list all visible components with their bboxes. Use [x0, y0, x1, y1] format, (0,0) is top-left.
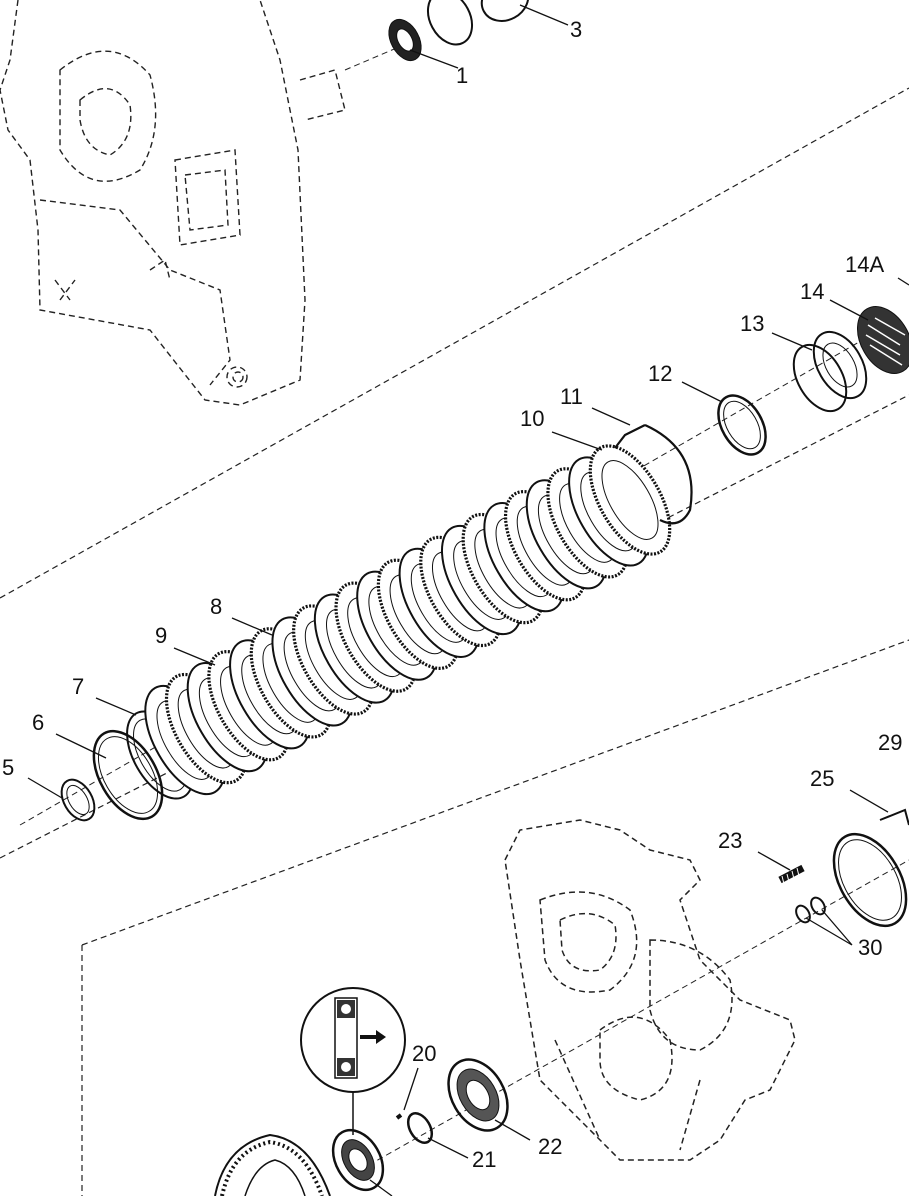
callout-11: 11 [560, 384, 583, 409]
lower-axis-line [359, 859, 909, 1171]
upper-housing-outline [0, 0, 346, 406]
callout-9: 9 [155, 623, 167, 648]
clutch-disc-stack [144, 444, 672, 796]
part-3-washers [426, 0, 530, 46]
callout-10: 10 [520, 406, 544, 431]
callout-1: 1 [456, 63, 468, 88]
callout-30: 30 [858, 935, 882, 960]
callout-6: 6 [32, 710, 44, 735]
callout-labels: 1 3 5 6 7 8 9 10 11 12 13 14 14A 20 21 2… [2, 17, 902, 1172]
disc-inner-edge [601, 460, 659, 540]
callout-21: 21 [472, 1147, 496, 1172]
part-20-pin [395, 1113, 403, 1120]
lower-gear [214, 1133, 331, 1196]
callout-8: 8 [210, 594, 222, 619]
lower-region-boundary [81, 639, 909, 1196]
part-14-spring [857, 306, 909, 374]
bearing-orientation-inset [300, 987, 406, 1135]
callout-14: 14 [800, 279, 824, 304]
part-12-o-ring [717, 394, 767, 456]
part-6-seal-ring [92, 729, 164, 821]
callout-7: 7 [72, 674, 84, 699]
band-upper-boundary [0, 87, 909, 599]
lower-bearing [331, 1128, 385, 1192]
part-25-gasket [832, 808, 909, 928]
part-13-bushing [792, 330, 868, 413]
part-5-snap-ring [60, 778, 96, 822]
part-11-snap-ring [614, 423, 693, 525]
lower-housing-outline [504, 819, 796, 1161]
part-1-collar [388, 18, 422, 62]
callout-5: 5 [2, 755, 14, 780]
part-23-stud [778, 864, 805, 885]
part-30-o-rings [795, 896, 826, 924]
callout-20: 20 [412, 1041, 436, 1066]
callout-22: 22 [538, 1134, 562, 1159]
part-21-snap-ring [406, 1112, 434, 1144]
callout-12: 12 [648, 361, 672, 386]
steel-disc [588, 444, 672, 556]
callout-25: 25 [810, 766, 834, 791]
upper-axis-line [344, 37, 421, 71]
callout-23: 23 [718, 828, 742, 853]
leader-lines [27, 4, 909, 1196]
callout-14A: 14A [845, 252, 884, 277]
callout-29: 29 [878, 730, 902, 755]
part-22-bearing [447, 1058, 509, 1132]
callout-3: 3 [570, 17, 582, 42]
callout-13: 13 [740, 311, 764, 336]
